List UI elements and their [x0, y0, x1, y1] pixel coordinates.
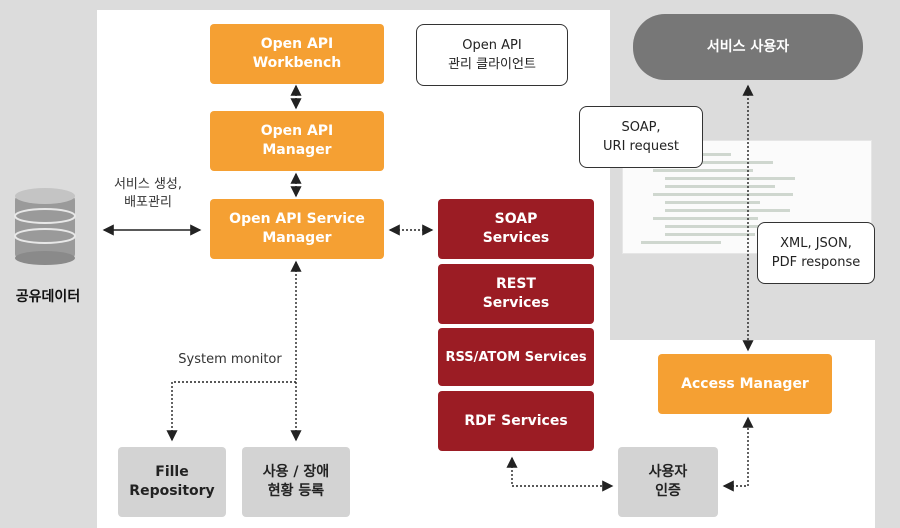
file-repository-box: Fille Repository [118, 447, 226, 517]
rest-services-box: REST Services [438, 264, 594, 324]
xml-code-lines [641, 153, 800, 244]
response-box: XML, JSON, PDF response [757, 222, 875, 284]
service-manager-box: Open API Service Manager [210, 199, 384, 259]
access-manager-box: Access Manager [658, 354, 832, 414]
rdf-services-box: RDF Services [438, 391, 594, 451]
user-auth-box: 사용자 인증 [618, 447, 718, 517]
soap-request-box: SOAP, URI request [579, 106, 703, 168]
usage-register-box: 사용 / 장애 현황 등록 [242, 447, 350, 517]
workbench-box: Open API Workbench [210, 24, 384, 84]
admin-client-box: Open API 관리 클라이언트 [416, 24, 568, 86]
shared-data-label: 공유데이터 [15, 289, 81, 305]
service-create-label: 서비스 생성, 배포관리 [113, 177, 183, 210]
service-user-pill: 서비스 사용자 [633, 14, 863, 80]
manager-box: Open API Manager [210, 111, 384, 171]
database-icon [13, 186, 77, 266]
soap-services-box: SOAP Services [438, 199, 594, 259]
system-monitor-label: System monitor [178, 352, 282, 367]
rss-atom-services-box: RSS/ATOM Services [438, 328, 594, 386]
